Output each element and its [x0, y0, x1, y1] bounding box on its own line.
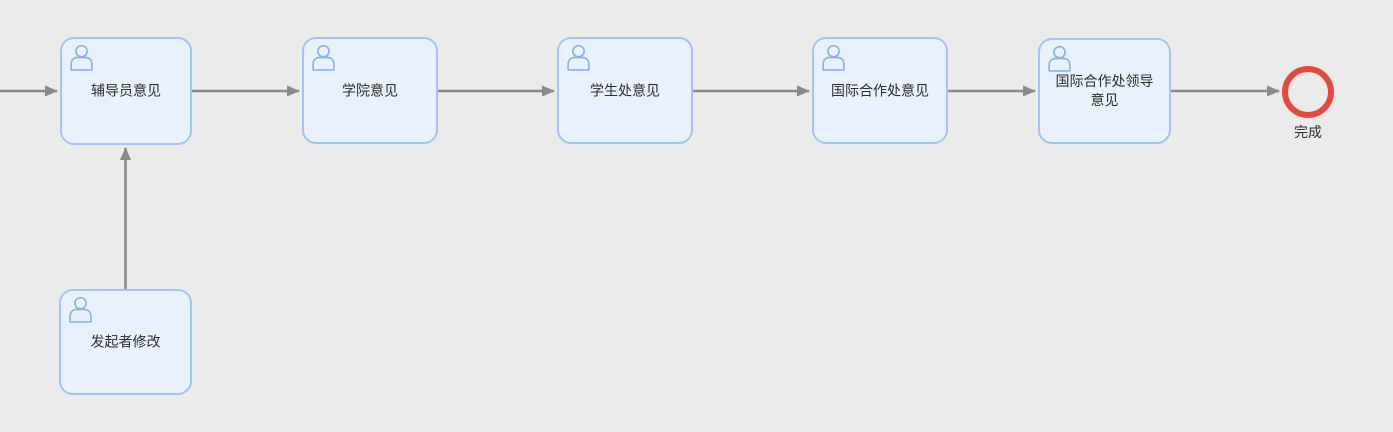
task-node-label: 学生处意见 [590, 82, 660, 98]
task-node-label: 发起者修改 [90, 333, 161, 350]
user-icon [1048, 45, 1071, 72]
task-node-student-affairs-opinion[interactable]: 学生处意见 [557, 37, 693, 144]
task-node-initiator-modify[interactable]: 发起者修改 [59, 289, 192, 395]
task-node-label: 辅导员意见 [91, 82, 161, 99]
user-icon [312, 44, 335, 71]
end-event-circle[interactable] [1282, 66, 1334, 118]
user-icon [69, 296, 92, 323]
task-node-label: 国际合作处领导意见 [1055, 73, 1154, 108]
task-node-label: 学院意见 [342, 82, 398, 98]
user-icon [567, 44, 590, 71]
task-node-intl-coop-leader-opinion[interactable]: 国际合作处领导意见 [1038, 38, 1171, 144]
end-event-label: 完成 [1294, 124, 1322, 140]
user-icon [822, 44, 845, 71]
task-node-counselor-opinion[interactable]: 辅导员意见 [60, 37, 192, 145]
task-node-label: 国际合作处意见 [831, 82, 929, 98]
task-node-college-opinion[interactable]: 学院意见 [302, 37, 438, 144]
user-icon [70, 44, 93, 71]
task-node-intl-cooperation-opinion[interactable]: 国际合作处意见 [812, 37, 948, 144]
